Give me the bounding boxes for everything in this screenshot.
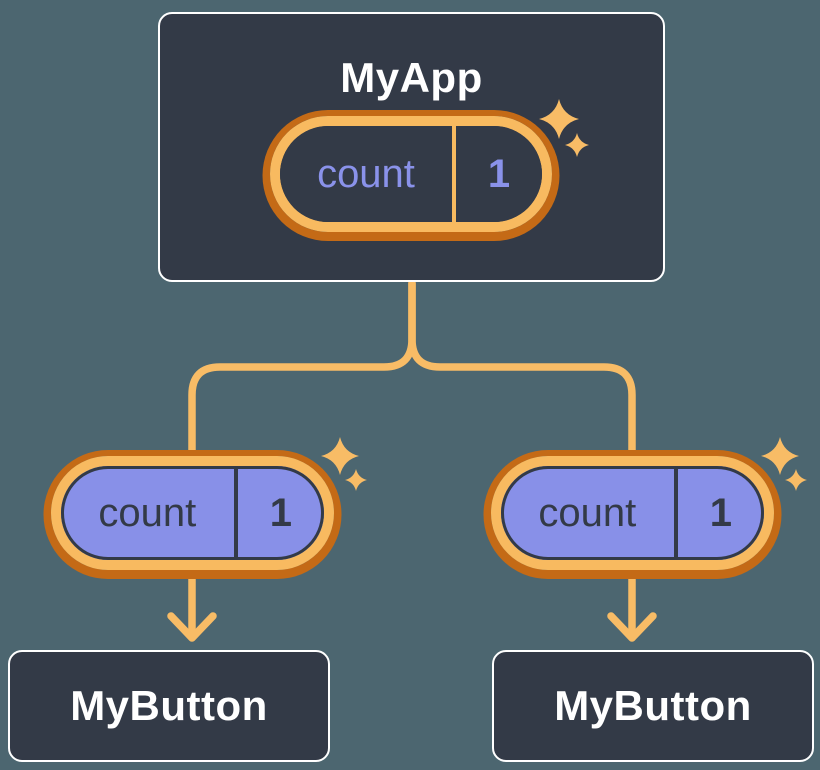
root-state-pill: count 1 xyxy=(270,116,552,232)
sparkle-icon xyxy=(321,437,359,475)
root-component-label: MyApp xyxy=(340,54,483,101)
pill-divider xyxy=(673,466,678,560)
child-component-label: MyButton xyxy=(70,682,268,729)
state-key-label: count xyxy=(317,152,415,196)
sparkle-icon xyxy=(761,437,799,475)
left-arrowhead-icon xyxy=(167,612,217,642)
sparkle-icon xyxy=(785,469,807,491)
left-child-component-node: MyButton xyxy=(8,650,330,762)
state-key-label: count xyxy=(538,491,637,535)
pill-divider xyxy=(452,126,456,222)
right-child-component-node: MyButton xyxy=(492,650,814,762)
sparkle-icon xyxy=(539,99,579,139)
state-key-label: count xyxy=(98,491,197,535)
state-value: 1 xyxy=(487,152,511,196)
left-prop-pill: count 1 xyxy=(51,456,334,570)
pill-divider xyxy=(233,466,238,560)
right-prop-pill-body: count 1 xyxy=(501,466,764,560)
root-state-pill-body: count 1 xyxy=(280,126,542,222)
right-arrowhead-icon xyxy=(607,612,657,642)
state-value: 1 xyxy=(269,491,292,535)
sparkle-icon xyxy=(345,469,367,491)
state-value: 1 xyxy=(709,491,732,535)
child-component-label: MyButton xyxy=(554,682,752,729)
left-prop-pill-body: count 1 xyxy=(61,466,324,560)
root-component-node: MyApp count 1 xyxy=(158,12,665,282)
right-prop-pill: count 1 xyxy=(491,456,774,570)
sparkle-icon xyxy=(565,133,589,157)
right-branch-line xyxy=(408,279,636,638)
